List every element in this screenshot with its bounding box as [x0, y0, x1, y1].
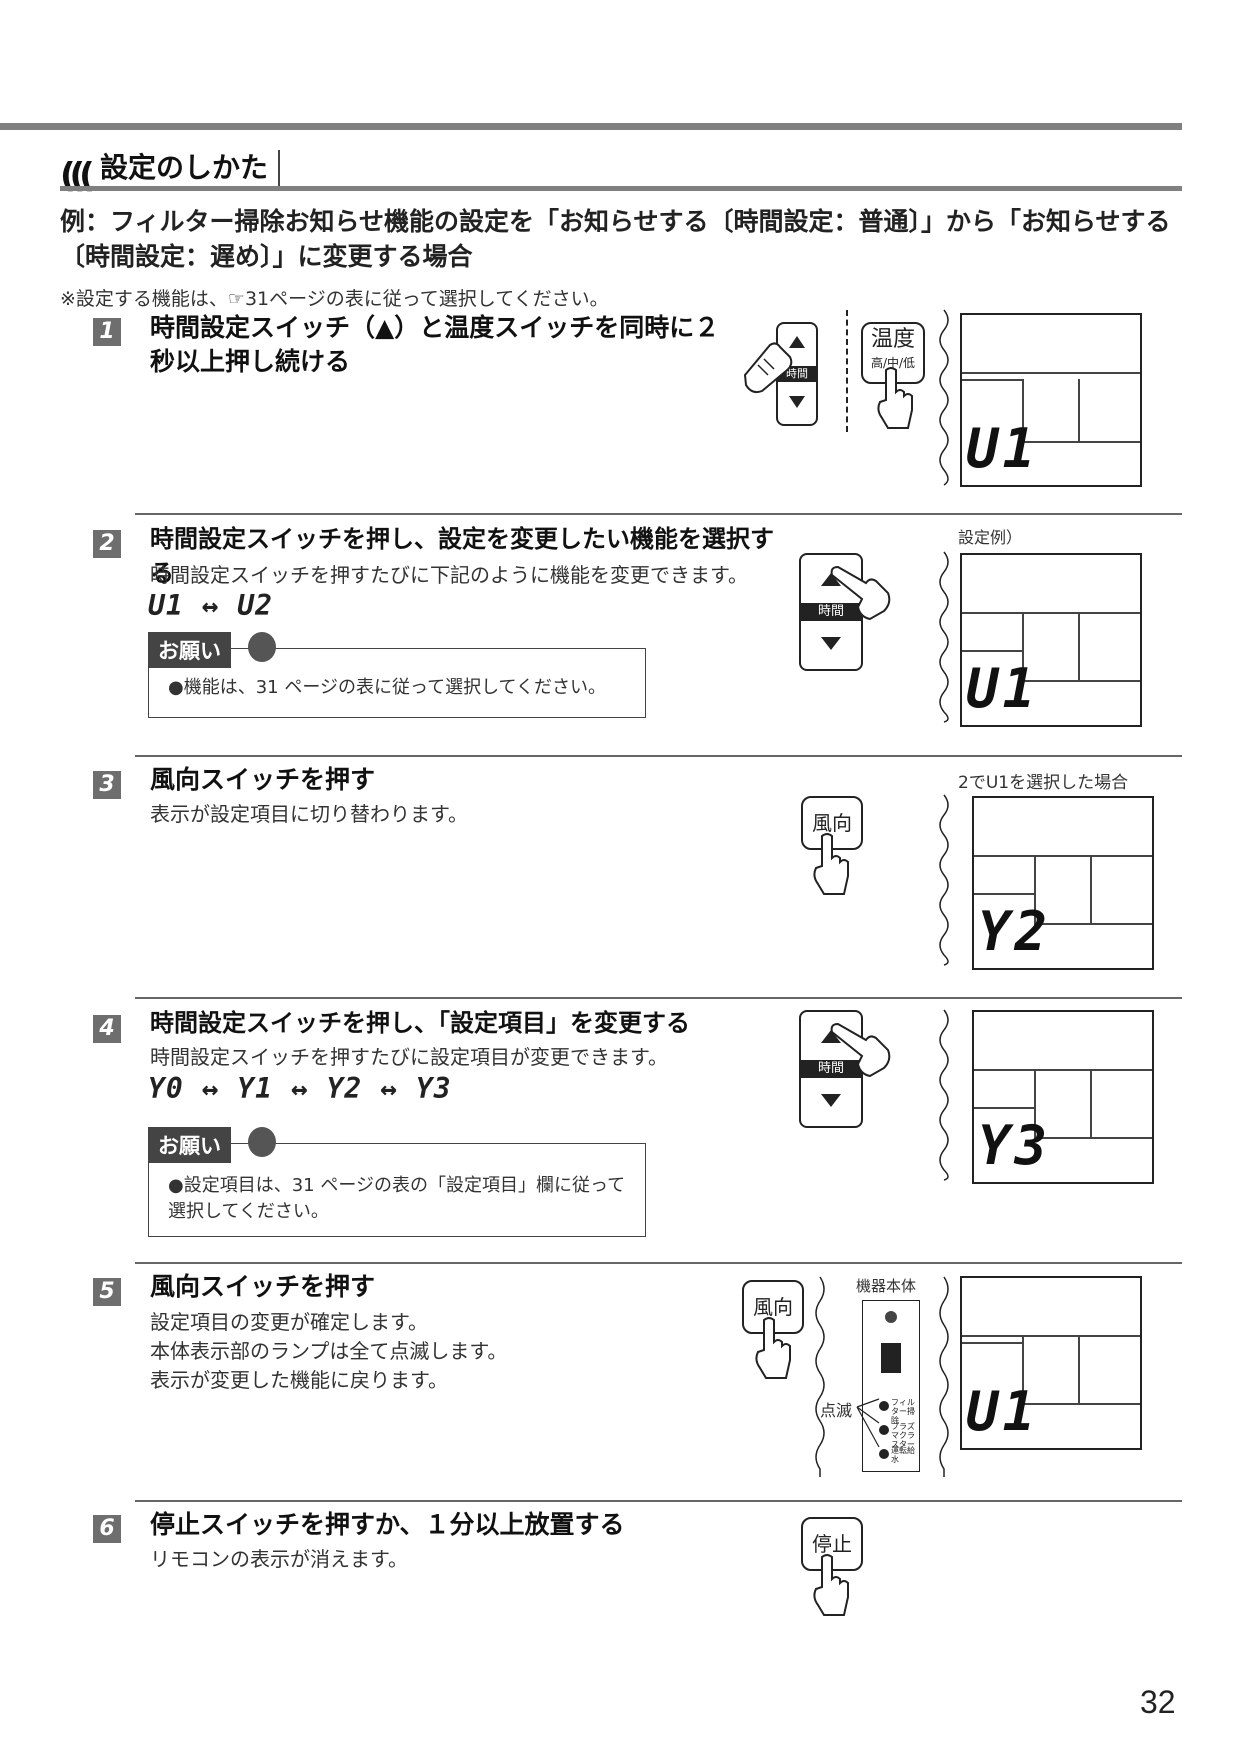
onegai-text: ●機能は、31 ページの表に従って選択してください。 — [168, 677, 606, 698]
lamp-icon — [879, 1449, 889, 1459]
wavy-break-icon — [939, 1276, 949, 1477]
onegai-label: お願い — [148, 632, 231, 668]
step-title: 風向スイッチを押す — [150, 765, 376, 794]
unit-display — [881, 1343, 901, 1373]
remote-display: U1 — [960, 1276, 1142, 1450]
lamp-icon — [879, 1425, 889, 1435]
sharp-logo-icon — [885, 1311, 897, 1323]
down-arrow-icon — [821, 1094, 841, 1107]
step-description: 表示が設定項目に切り替わります。 — [150, 802, 468, 826]
step-number: 2 — [93, 530, 121, 558]
step-title: 風向スイッチを押す — [150, 1272, 376, 1301]
display-code: U1 — [966, 1380, 1040, 1443]
step-number: 3 — [93, 771, 121, 799]
time-button-panel[interactable]: 時間 — [776, 322, 818, 426]
lamp-icon — [879, 1401, 889, 1411]
remote-display: U1 — [960, 313, 1142, 487]
hand-pointer-icon — [813, 1554, 849, 1616]
hand-pointer-icon — [877, 367, 913, 429]
top-rule — [0, 123, 1182, 130]
page-number: 32 — [1140, 1684, 1176, 1720]
remote-display: Y2 — [972, 796, 1154, 970]
wind-button-label: 風向 — [753, 1295, 793, 1319]
unit-panel: フィルター掃除 プラズマクラスター 運転給水 — [862, 1300, 920, 1472]
mascot-icon — [248, 632, 276, 662]
down-arrow-icon — [821, 637, 841, 650]
step-divider — [135, 997, 1182, 999]
display-code: U1 — [966, 417, 1040, 480]
temp-label: 温度 — [870, 327, 915, 352]
wind-button-label: 風向 — [812, 811, 852, 835]
wavy-break-icon — [939, 1009, 949, 1181]
display-caption: 2でU1を選択した場合 — [958, 773, 1129, 793]
down-arrow-icon — [789, 396, 805, 408]
hand-pointer-icon — [830, 565, 891, 621]
divider-dashed — [846, 310, 848, 432]
hand-pointer-icon — [743, 342, 793, 394]
temp-sub-label: 高/中/低 — [870, 356, 916, 370]
blink-bracket-icon — [856, 1398, 880, 1448]
lamp-label: 運転給水 — [891, 1446, 915, 1464]
remote-display: U1 — [960, 553, 1142, 727]
time-label: 時間 — [801, 603, 861, 621]
onegai-label: お願い — [148, 1127, 231, 1163]
wavy-break-icon — [815, 1276, 825, 1477]
unit-caption: 機器本体 — [856, 1277, 917, 1295]
stop-button-label: 停止 — [812, 1532, 852, 1556]
step-divider — [135, 1500, 1182, 1502]
step-number: 5 — [93, 1278, 121, 1306]
time-label: 時間 — [801, 1060, 861, 1078]
step-title: 時間設定スイッチ（▲）と温度スイッチを同時に２秒以上押し続ける — [150, 313, 720, 376]
display-code: Y2 — [978, 900, 1052, 963]
function-sequence: U1 ↔ U2 — [148, 589, 274, 622]
step-divider — [135, 1262, 1182, 1264]
setting-sequence: Y0 ↔ Y1 ↔ Y2 ↔ Y3 — [148, 1072, 452, 1105]
step-title: 停止スイッチを押すか、１分以上放置する — [150, 1510, 625, 1539]
step-divider — [135, 513, 1182, 515]
lamp-label: プラズマクラスター — [891, 1422, 915, 1449]
intro-text: 例：フィルター掃除お知らせ機能の設定を「お知らせする〔時間設定：普通〕」から「お… — [60, 207, 1171, 271]
time-button-panel[interactable]: 時間 — [799, 1010, 863, 1128]
step-title: 時間設定スイッチを押し、設定を変更したい機能を選択する — [150, 525, 774, 587]
step-divider — [135, 755, 1182, 757]
lamp-label: フィルター掃除 — [891, 1398, 915, 1425]
section-header: ((( 設定のしかた — [60, 150, 1182, 196]
step-number: 6 — [93, 1515, 121, 1543]
step-description: 時間設定スイッチを押すたびに設定項目が変更できます。 — [150, 1045, 668, 1069]
hand-pointer-icon — [813, 833, 849, 895]
wavy-break-icon — [939, 309, 949, 486]
step-description: 時間設定スイッチを押すたびに下記のように機能を変更できます。 — [150, 563, 748, 587]
wind-direction-button[interactable]: 風向 — [801, 796, 863, 850]
wavy-break-icon — [939, 551, 949, 723]
up-arrow-icon — [789, 336, 805, 348]
temp-button[interactable]: 温度 高/中/低 — [861, 322, 925, 384]
blink-label: 点滅 — [820, 1401, 853, 1420]
onegai-box: お願い ●設定項目は、31 ページの表の「設定項目」欄に従って選択してください。 — [148, 1127, 648, 1237]
wavy-break-icon — [939, 794, 949, 966]
display-code: U1 — [966, 657, 1040, 720]
step-description: 本体表示部のランプは全て点滅します。 — [150, 1339, 508, 1363]
display-code: Y3 — [978, 1114, 1052, 1177]
step-title: 時間設定スイッチを押し、「設定項目」を変更する — [150, 1009, 690, 1037]
step-number: 1 — [93, 318, 121, 346]
remote-display: Y3 — [972, 1010, 1154, 1184]
step-description: リモコンの表示が消えます。 — [150, 1547, 408, 1571]
section-title: 設定のしかた — [100, 150, 281, 186]
step-description: 設定項目の変更が確定します。 — [150, 1310, 428, 1334]
onegai-box: お願い ●機能は、31 ページの表に従って選択してください。 — [148, 632, 648, 718]
stop-button[interactable]: 停止 — [801, 1517, 863, 1571]
onegai-text: ●設定項目は、31 ページの表の「設定項目」欄に従って選択してください。 — [168, 1175, 626, 1222]
hand-pointer-icon — [830, 1022, 891, 1078]
reference-note: ※設定する機能は、☞31ページの表に従って選択してください。 — [60, 288, 609, 310]
hand-pointer-icon — [755, 1317, 791, 1379]
mascot-icon — [248, 1127, 276, 1157]
display-caption: 設定例） — [958, 528, 1023, 547]
step-number: 4 — [93, 1015, 121, 1043]
step-description: 表示が変更した機能に戻ります。 — [150, 1368, 448, 1392]
header-rule — [60, 186, 1182, 191]
